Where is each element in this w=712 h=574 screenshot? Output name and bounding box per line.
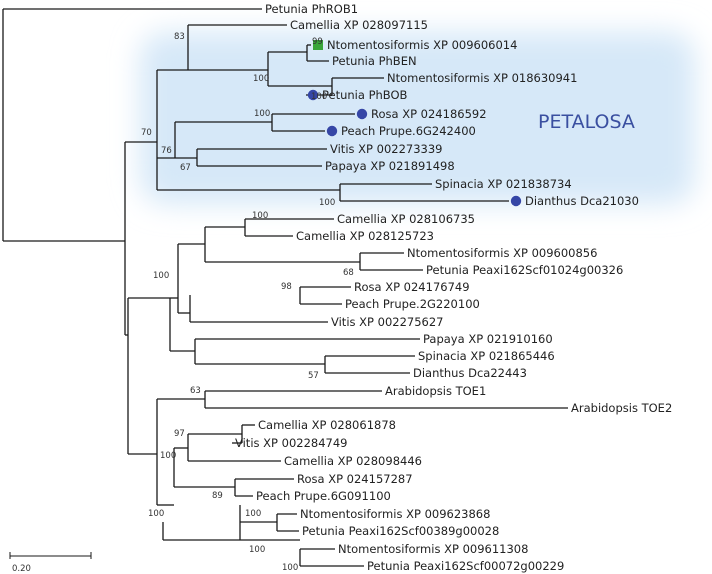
leaf-label: Spinacia XP 021865446 xyxy=(418,349,555,363)
bootstrap-value: 100 xyxy=(252,211,268,221)
leaf-label: Papaya XP 021910160 xyxy=(423,332,553,346)
bootstrap-value: 100 xyxy=(160,451,176,461)
leaf-label: Peach Prupe.6G091100 xyxy=(256,489,391,503)
tree-branches xyxy=(2,8,568,567)
bootstrap-value: 100 xyxy=(245,509,261,519)
leaf-label: Peach Prupe.6G242400 xyxy=(341,124,476,138)
bootstrap-value: 100 xyxy=(254,109,270,119)
scale-bar-label: 0.20 xyxy=(12,564,31,574)
blue-circle-marker xyxy=(307,89,319,101)
leaf-label: Ntomentosiformis XP 009606014 xyxy=(327,38,517,52)
bootstrap-value: 97 xyxy=(174,429,185,439)
bootstrap-value: 100 xyxy=(319,198,335,208)
green-square-marker xyxy=(313,40,323,50)
leaf-label: Vitis XP 002273339 xyxy=(330,142,442,156)
bootstrap-value: 100 xyxy=(311,92,327,102)
leaf-label: Papaya XP 021891498 xyxy=(325,159,455,173)
leaf-label: Arabidopsis TOE1 xyxy=(385,384,486,398)
bootstrap-value: 70 xyxy=(141,128,152,138)
leaf-label: Vitis XP 002275627 xyxy=(331,315,443,329)
leaf-label: Dianthus Dca22443 xyxy=(413,366,527,380)
leaf-label: Petunia Peaxi162Scf00389g00028 xyxy=(302,524,499,538)
bootstrap-value: 98 xyxy=(281,282,292,292)
leaf-label: Vitis XP 002284749 xyxy=(235,436,347,450)
bootstrap-value: 63 xyxy=(190,386,201,396)
scale-bar: 0.20 xyxy=(9,552,92,574)
blue-circle-marker xyxy=(326,125,338,137)
leaf-label: Rosa XP 024157287 xyxy=(297,472,413,486)
bootstrap-value: 76 xyxy=(161,146,172,156)
leaf-label: Petunia Peaxi162Scf01024g00326 xyxy=(426,263,623,277)
bootstrap-value: 89 xyxy=(212,491,223,501)
blue-circle-marker xyxy=(510,195,522,207)
leaf-label: Petunia PhROB1 xyxy=(265,2,358,16)
bootstrap-value: 100 xyxy=(153,271,169,281)
leaf-label: Camellia XP 028098446 xyxy=(284,454,422,468)
leaf-label: Rosa XP 024186592 xyxy=(371,107,487,121)
leaf-markers xyxy=(307,40,522,207)
bootstrap-values: 83 99 100 100 70 76 67 100 100 100 68 100 98 57 63 97 10… xyxy=(141,32,354,573)
blue-circle-marker xyxy=(356,108,368,120)
leaf-label: Camellia XP 028097115 xyxy=(290,18,428,32)
leaf-label: Ntomentosiformis XP 009611308 xyxy=(338,542,528,556)
bootstrap-value: 100 xyxy=(148,509,164,519)
bootstrap-value: 99 xyxy=(312,37,323,47)
leaf-label: Petunia PhBEN xyxy=(332,54,417,68)
bootstrap-value: 100 xyxy=(249,545,265,555)
leaf-label: Camellia XP 028061878 xyxy=(258,418,396,432)
leaf-label: Rosa XP 024176749 xyxy=(354,280,470,294)
leaf-label: Camellia XP 028125723 xyxy=(296,229,434,243)
bootstrap-value: 57 xyxy=(308,371,319,381)
leaf-label: Spinacia XP 021838734 xyxy=(435,177,572,191)
bootstrap-value: 67 xyxy=(180,163,191,173)
leaf-label: Dianthus Dca21030 xyxy=(525,194,639,208)
bootstrap-value: 100 xyxy=(282,563,298,573)
leaf-label: Camellia XP 028106735 xyxy=(337,212,475,226)
bootstrap-value: 83 xyxy=(174,32,185,42)
leaf-label: Ntomentosiformis XP 009600856 xyxy=(407,246,597,260)
leaf-label: Arabidopsis TOE2 xyxy=(571,401,672,415)
bootstrap-value: 68 xyxy=(343,268,354,278)
leaf-label: Petunia Peaxi162Scf00072g00229 xyxy=(367,559,564,573)
leaf-label: Peach Prupe.2G220100 xyxy=(345,297,480,311)
leaf-label: Petunia PhBOB xyxy=(322,88,408,102)
leaf-label: Ntomentosiformis XP 009623868 xyxy=(300,507,490,521)
bootstrap-value: 100 xyxy=(253,74,269,84)
clade-label-petalosa: PETALOSA xyxy=(538,111,635,133)
petalosa-clade-highlight xyxy=(140,32,695,204)
leaf-label: Ntomentosiformis XP 018630941 xyxy=(387,71,577,85)
